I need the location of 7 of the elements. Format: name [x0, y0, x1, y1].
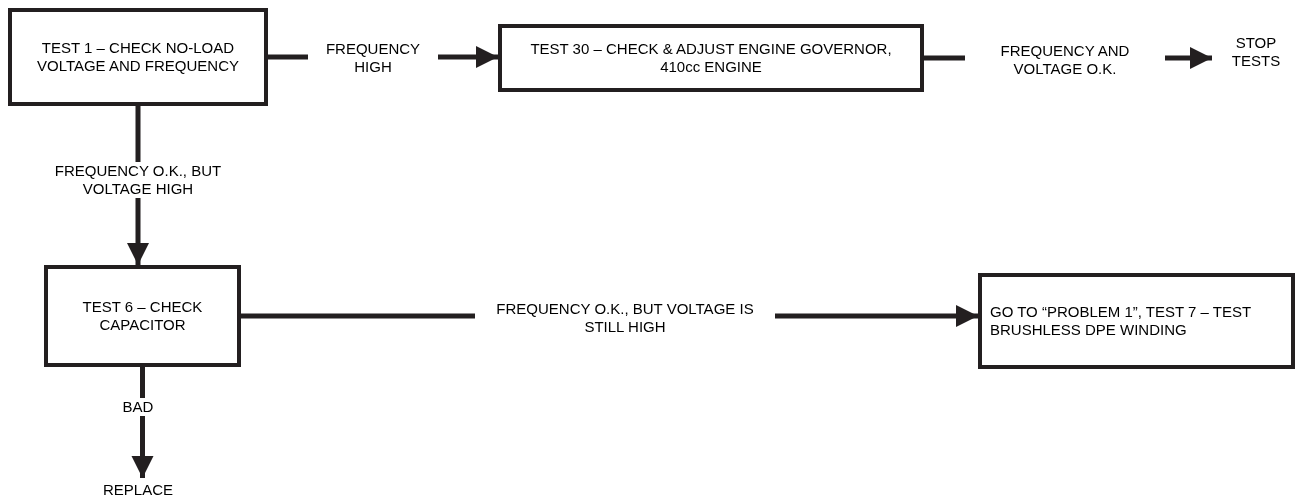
process-box: TEST 1 – CHECK NO-LOAD VOLTAGE AND FREQUENCY [8, 8, 268, 106]
end-text: STOP TESTS [1212, 30, 1300, 74]
arrow [131, 367, 154, 478]
end-text: REPLACE [90, 478, 186, 502]
process-box: GO TO “PROBLEM 1”, TEST 7 – TEST BRUSHLESS DPE WINDING [978, 273, 1295, 369]
process-box: TEST 6 – CHECK CAPACITOR [44, 265, 241, 367]
process-box: TEST 30 – CHECK & ADJUST ENGINE GOVERNOR, 410cc ENGINE [498, 24, 924, 92]
